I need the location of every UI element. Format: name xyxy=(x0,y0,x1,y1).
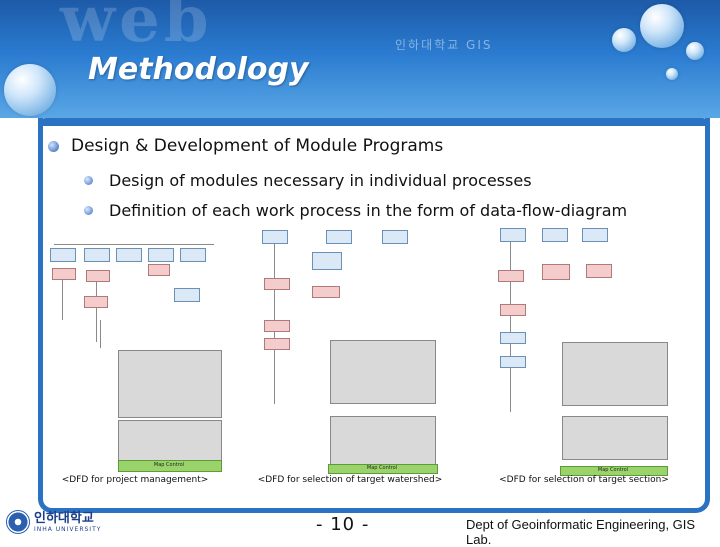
header-watermark-subtext: 인하대학교 GIS xyxy=(395,38,493,52)
map-control-label: Map Control xyxy=(153,462,185,468)
figure-caption: <DFD for selection of target section> xyxy=(499,475,669,485)
bullet-text: Design & Development of Module Programs xyxy=(71,136,444,156)
header-watermark: web xyxy=(60,0,213,57)
bullet-icon xyxy=(48,140,59,152)
bullet-level1: Design & Development of Module Programs xyxy=(48,136,443,156)
bubble-decoration xyxy=(686,42,704,60)
bullet-level2: Design of modules necessary in individua… xyxy=(84,171,532,190)
figure-caption: <DFD for selection of target watershed> xyxy=(257,475,443,485)
bullet-text: Design of modules necessary in individua… xyxy=(109,171,532,190)
bullet-icon xyxy=(84,176,93,185)
map-control-label: Map Control xyxy=(597,467,629,473)
page-number: - 10 - xyxy=(316,514,370,535)
university-logo: 인하대학교 INHA UNIVERSITY xyxy=(6,510,101,534)
figure-caption: <DFD for project management> xyxy=(61,475,209,485)
department-label: Dept of Geoinformatic Engineering, GIS L… xyxy=(466,517,696,547)
bubble-decoration xyxy=(666,68,678,80)
bubble-decoration xyxy=(612,28,636,52)
slide-title: Methodology xyxy=(88,52,309,87)
bullet-level2: Definition of each work process in the f… xyxy=(84,201,627,220)
bullet-text: Definition of each work process in the f… xyxy=(109,201,628,220)
dfd-target-watershed: Map Control xyxy=(262,228,440,474)
slide-header: web 인하대학교 GIS xyxy=(0,0,720,118)
map-control-label: Map Control xyxy=(366,465,398,471)
bubble-decoration xyxy=(4,64,56,116)
bullet-icon xyxy=(84,206,93,215)
university-emblem-icon xyxy=(6,510,30,534)
dfd-target-section: Map Control xyxy=(486,224,670,476)
dfd-project-management: Map Control xyxy=(44,234,224,472)
logo-korean-text: 인하대학교 xyxy=(34,510,94,526)
logo-english-text: INHA UNIVERSITY xyxy=(34,525,102,533)
bubble-decoration xyxy=(640,4,684,48)
